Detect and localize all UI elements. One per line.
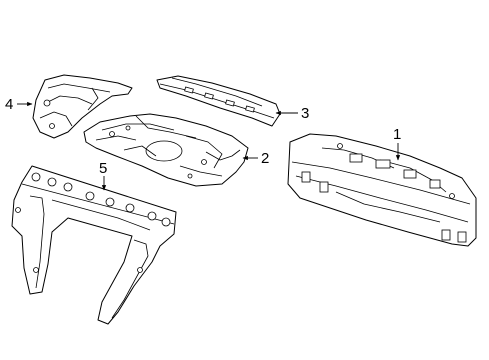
- part-5-support-frame: [11, 165, 177, 325]
- callout-5: 5: [99, 160, 107, 191]
- callout-4-label: 4: [5, 96, 13, 113]
- part-4-side-panel: [32, 74, 133, 139]
- callout-1-label: 1: [393, 126, 401, 143]
- part-2-package-tray: [83, 113, 249, 187]
- callout-4: 4: [5, 96, 33, 113]
- callout-5-label: 5: [99, 160, 107, 177]
- callout-2: 2: [242, 150, 269, 167]
- callout-3: 3: [275, 105, 309, 122]
- callout-3-label: 3: [301, 105, 309, 122]
- part-3-upper-panel: [156, 75, 281, 127]
- callout-1: 1: [393, 126, 401, 161]
- callout-2-label: 2: [261, 150, 269, 167]
- part-1-rear-panel: [287, 133, 477, 247]
